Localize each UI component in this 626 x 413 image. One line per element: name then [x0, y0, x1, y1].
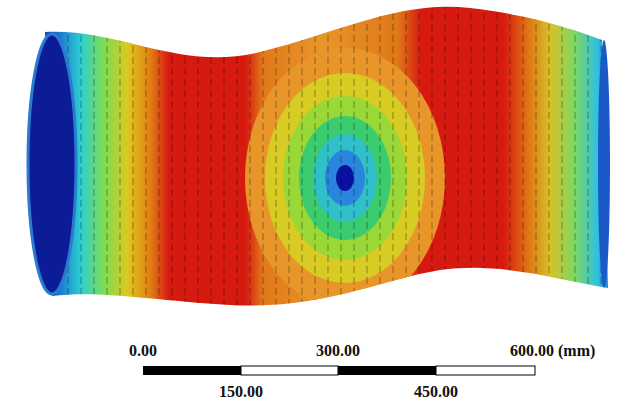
scale-label: 300.00: [316, 343, 360, 359]
scale-label: 450.00: [414, 384, 458, 400]
cylinder-end: [28, 34, 76, 294]
scale-label: 150.00: [219, 384, 263, 400]
scale-label: 600.00 (mm): [510, 343, 595, 359]
scale-label: 0.00: [129, 343, 157, 359]
cylinder-end: [598, 40, 610, 288]
scale-bar: [143, 366, 535, 375]
